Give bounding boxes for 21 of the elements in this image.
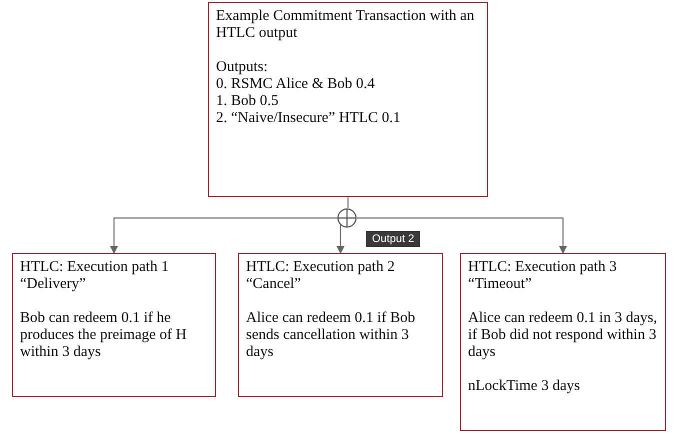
text-box xyxy=(460,253,666,431)
box-heading: HTLC: Execution path 1 “Delivery” xyxy=(20,259,170,293)
text-box xyxy=(208,2,488,197)
connector-line xyxy=(347,197,349,208)
output-tag: Output 2 xyxy=(366,231,420,247)
arrow xyxy=(110,217,337,254)
box-heading: HTLC: Execution path 2 “Cancel” xyxy=(246,259,396,293)
box-text: nLockTime 3 days xyxy=(468,378,581,395)
box-text: 0. RSMC Alice & Bob 0.4 xyxy=(216,76,376,93)
box-text: Alice can redeem 0.1 in 3 days, if Bob did not respond within 3 days xyxy=(468,310,658,361)
box-heading: HTLC: Execution path 3 “Timeout” xyxy=(468,259,618,293)
box-text: 1. Bob 0.5 xyxy=(216,93,280,110)
arrow xyxy=(357,217,567,254)
box-text: Outputs: xyxy=(216,59,269,76)
text-box xyxy=(238,253,443,397)
box-text: Alice can redeem 0.1 if Bob sends cancellation within 3 days xyxy=(246,310,416,361)
box-heading: Example Commitment Transaction with an HTLC output xyxy=(216,8,476,42)
text-box xyxy=(12,253,216,397)
box-text: 2. “Naive/Insecure” HTLC 0.1 xyxy=(216,110,402,127)
box-text: Bob can redeem 0.1 if he produces the preimage of H within 3 days xyxy=(20,310,188,361)
junction-circle xyxy=(337,208,357,228)
